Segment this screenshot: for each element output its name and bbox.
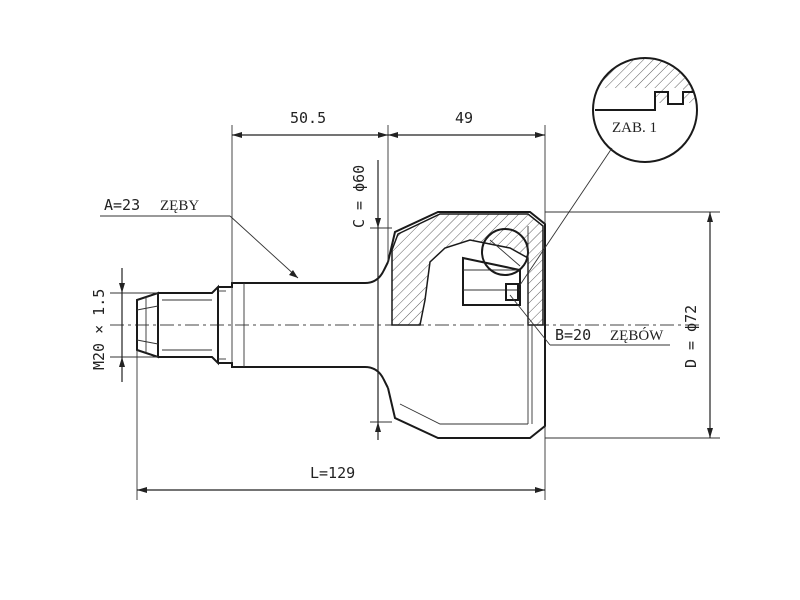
spline-section (158, 284, 226, 366)
outer-teeth-unit: ZĘBY (160, 198, 199, 214)
dim-label-thread: M20 × 1.5 (90, 289, 108, 370)
dim-label-shaft: 50.5 (290, 109, 326, 127)
dim-outer-diameter: D = ϕ72 (545, 211, 720, 439)
dim-shaft-length: 50.5 (231, 109, 389, 283)
housing (387, 211, 546, 439)
dim-seal-diameter: C = ϕ60 (350, 160, 392, 440)
dim-thread: M20 × 1.5 (90, 268, 158, 382)
inner-teeth-callout: B=20 ZĘBÓW (509, 294, 670, 346)
outer-teeth-callout: A=23 ZĘBY (100, 196, 299, 279)
shaft (218, 261, 389, 389)
dim-label-seal: C = ϕ60 (350, 165, 368, 228)
inner-teeth-value: B=20 (555, 326, 591, 344)
detail-callout: ZAB. 1 (519, 57, 698, 286)
dim-label-total: L=129 (310, 464, 355, 482)
dim-label-outer: D = ϕ72 (682, 305, 700, 368)
dim-total-length: L=129 (136, 350, 546, 500)
detail-label: ZAB. 1 (612, 120, 657, 136)
outer-teeth-value: A=23 (104, 196, 140, 214)
inner-teeth-unit: ZĘBÓW (610, 327, 664, 344)
dim-label-housing: 49 (455, 109, 473, 127)
dim-housing-length: 49 (388, 109, 546, 224)
